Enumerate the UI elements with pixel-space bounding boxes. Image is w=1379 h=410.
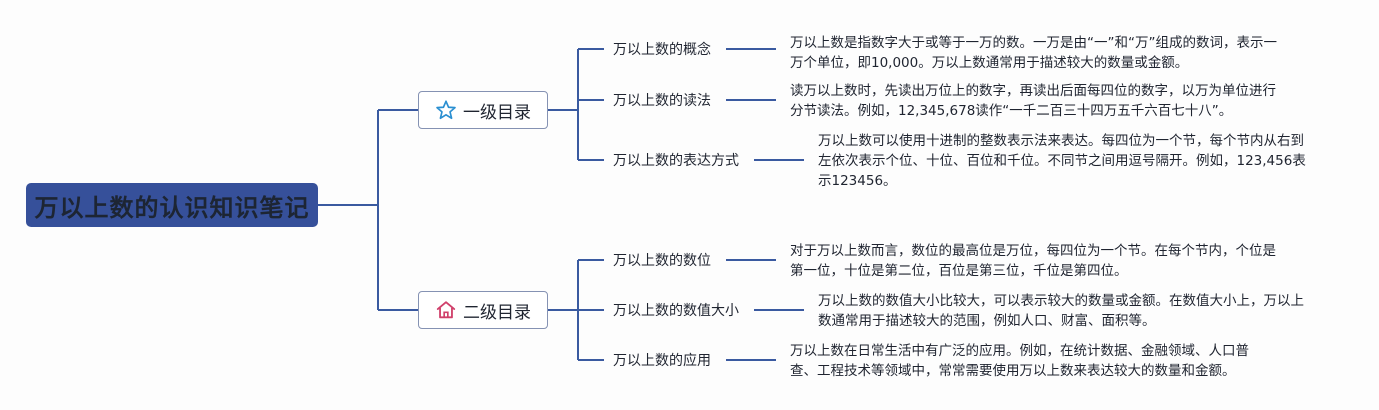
branch-1-connector [548, 48, 604, 161]
topic-2-1[interactable]: 万以上数的数位 [613, 253, 711, 269]
branch-node-1[interactable]: 一级目录 [418, 91, 548, 129]
topic-1-3-detail: 万以上数可以使用十进制的整数表示法来表达。每四位为一个节，每个节内从右到左依次表… [818, 133, 1306, 189]
root-connector [318, 109, 418, 311]
topic-1-1-detail: 万以上数是指数字大于或等于一万的数。一万是由“一”和“万”组成的数词，表示一万个… [790, 35, 1277, 71]
home-icon [435, 299, 457, 321]
topic-2-1-detail: 对于万以上数而言，数位的最高位是万位，每四位为一个节。在每个节内，个位是第一位，… [790, 243, 1276, 279]
root-title: 万以上数的认识知识笔记 [34, 193, 310, 222]
branch-label: 一级目录 [463, 102, 531, 123]
topic-2-2-detail: 万以上数的数值大小比较大，可以表示较大的数量或金额。在数值大小上，万以上数通常用… [818, 293, 1304, 329]
topic-1-2-detail: 读万以上数时，先读出万位上的数字，再读出后面每四位的数字，以万为单位进行分节读法… [790, 83, 1276, 119]
branch-node-2[interactable]: 二级目录 [418, 291, 548, 329]
topic-2-2[interactable]: 万以上数的数值大小 [613, 303, 739, 319]
topic-1-1[interactable]: 万以上数的概念 [613, 42, 711, 58]
topic-1-2[interactable]: 万以上数的读法 [613, 93, 711, 109]
star-icon [435, 99, 457, 121]
branch-2-connector [548, 259, 604, 361]
branch-label: 二级目录 [463, 302, 531, 323]
topic-2-3[interactable]: 万以上数的应用 [613, 353, 711, 369]
topic-2-3-detail: 万以上数在日常生活中有广泛的应用。例如，在统计数据、金融领域、人口普查、工程技术… [790, 343, 1249, 379]
topic-1-3[interactable]: 万以上数的表达方式 [613, 153, 739, 169]
root-node[interactable]: 万以上数的认识知识笔记 [26, 183, 318, 227]
